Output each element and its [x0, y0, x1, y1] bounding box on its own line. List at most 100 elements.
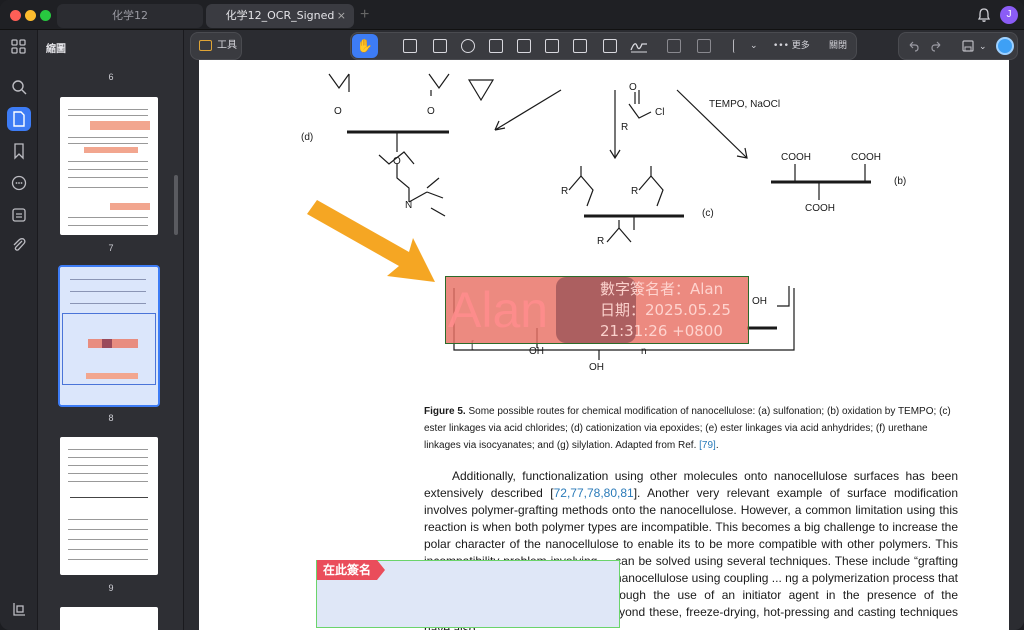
more-label: 更多	[791, 41, 810, 51]
search-icon[interactable]	[10, 78, 28, 96]
more-button[interactable]: ••• 更多	[773, 41, 810, 51]
figure-caption: Figure 5. Some possible routes for chemi…	[424, 403, 964, 454]
image-field-icon[interactable]	[573, 39, 587, 53]
chemical-diagram	[307, 73, 871, 360]
bottom-panel-icon[interactable]	[10, 600, 28, 618]
page-icon[interactable]	[10, 110, 28, 128]
hand-tool-icon[interactable]: ✋	[352, 34, 378, 58]
attachment-list-icon[interactable]	[10, 206, 28, 224]
label-o: O	[629, 82, 637, 93]
label-bracket: [	[471, 340, 474, 351]
label-r: R	[597, 236, 605, 247]
sign-here-field[interactable]: 在此簽名	[316, 560, 620, 628]
comment-icon[interactable]	[10, 174, 28, 192]
button-field-icon[interactable]	[545, 39, 559, 53]
date-field-icon[interactable]	[603, 39, 617, 53]
signature-signer: 數字簽名者：Alan	[600, 280, 724, 298]
sign-here-tag: 在此簽名	[317, 560, 386, 580]
label-cl: Cl	[655, 107, 665, 118]
ai-assistant-icon[interactable]	[996, 37, 1014, 55]
caption-end: .	[715, 440, 719, 451]
tools-button[interactable]: 工具	[190, 32, 242, 60]
label-cooh: COOH	[781, 152, 811, 163]
toolbox-icon	[199, 40, 212, 51]
tab-chem12-ocr-signed[interactable]: 化学12_OCR_Signed ×	[206, 4, 354, 28]
label-oh: OH	[529, 346, 544, 357]
close-tab-icon[interactable]: ×	[336, 9, 346, 22]
signature-tool-icon[interactable]	[629, 38, 649, 54]
paperclip-icon[interactable]	[10, 236, 28, 254]
signature-date: 日期：2025.05.25	[600, 301, 731, 319]
chevron-down-icon[interactable]: ⌄	[750, 41, 758, 51]
label-oh: OH	[589, 362, 604, 373]
list-box-icon[interactable]	[517, 39, 531, 53]
label-o: O	[393, 156, 401, 167]
thumbnail-scrollbar[interactable]	[174, 175, 178, 235]
close-window-button[interactable]	[10, 10, 21, 21]
label-d: (d)	[301, 132, 314, 143]
avatar[interactable]: J	[1000, 6, 1018, 24]
title-bar: 化学12 化学12_OCR_Signed × + J	[0, 0, 1024, 30]
page-thumbnail-10[interactable]	[60, 607, 158, 630]
tools-label: 工具	[217, 40, 237, 51]
main-toolbar: ✋ ⌄ ••• 更多 關閉	[350, 32, 857, 60]
tab-label: 化学12	[112, 9, 148, 22]
paragraph-text: Additionally, functionalization using ot…	[424, 469, 958, 500]
label-n: n	[641, 346, 647, 357]
redo-icon[interactable]	[931, 40, 943, 52]
signature-name: Alan	[448, 282, 549, 338]
label-o: O	[427, 106, 435, 117]
label-o: O	[334, 106, 342, 117]
tab-label: 化学12_OCR_Signed	[225, 9, 335, 22]
pdf-page: (d) (c) (b) TEMPO, NaOCl Cl R R R R O O …	[199, 60, 1009, 630]
page-number: 7	[108, 243, 114, 253]
signature-shade	[556, 277, 636, 343]
caption-ref-link[interactable]: [79]	[699, 440, 716, 451]
new-tab-button[interactable]: +	[360, 6, 370, 23]
signature-details: 數字簽名者：Alan 日期：2025.05.25 21:31:26 +0800	[600, 279, 731, 342]
right-toolbar: ⌄	[898, 32, 1018, 60]
checkbox-icon[interactable]	[433, 39, 447, 53]
page-number: 9	[108, 583, 114, 593]
align-icon[interactable]	[733, 39, 743, 53]
duplicate-icon[interactable]	[667, 39, 681, 53]
tab-chem12[interactable]: 化学12	[57, 4, 203, 28]
label-c: (c)	[702, 208, 714, 219]
radio-button-icon[interactable]	[461, 39, 475, 53]
label-r: R	[561, 186, 569, 197]
caption-text: Some possible routes for chemical modifi…	[424, 406, 951, 451]
save-icon[interactable]	[961, 39, 975, 53]
page-number: 8	[108, 413, 114, 423]
signature-time: 21:31:26 +0800	[600, 322, 723, 340]
paragraph-refs-link[interactable]: 72,77,78,80,81	[553, 486, 634, 500]
page-number: 6	[108, 72, 114, 82]
label-cooh: COOH	[805, 203, 835, 214]
dropdown-field-icon[interactable]	[489, 39, 503, 53]
left-rail	[0, 30, 38, 630]
caption-label: Figure 5.	[424, 406, 466, 417]
grid-icon[interactable]	[697, 39, 711, 53]
document-area: (d) (c) (b) TEMPO, NaOCl Cl R R R R O O …	[184, 30, 1024, 630]
thumbnail-panel: 縮圖 6 7 8	[38, 30, 184, 630]
bell-icon[interactable]	[976, 7, 992, 23]
chevron-down-icon[interactable]: ⌄	[979, 42, 987, 52]
label-r: R	[631, 186, 639, 197]
minimize-window-button[interactable]	[25, 10, 36, 21]
label-r: R	[621, 122, 629, 133]
page-thumbnail-7[interactable]	[60, 97, 158, 235]
label-n-plus: N	[405, 200, 413, 211]
text-field-icon[interactable]	[403, 39, 417, 53]
page-thumbnail-9[interactable]	[60, 437, 158, 575]
page-thumbnail-8[interactable]	[60, 267, 158, 405]
panel-title: 縮圖	[46, 44, 66, 55]
zoom-window-button[interactable]	[40, 10, 51, 21]
undo-icon[interactable]	[907, 40, 919, 52]
label-cooh: COOH	[851, 152, 881, 163]
digital-signature-field[interactable]: Alan 數字簽名者：Alan 日期：2025.05.25 21:31:26 +…	[445, 276, 749, 344]
thumbnails-icon[interactable]	[10, 38, 28, 56]
label-tempo: TEMPO, NaOCl	[709, 99, 781, 110]
label-oh: OH	[752, 296, 767, 307]
bookmark-icon[interactable]	[10, 142, 28, 160]
close-toolbar-button[interactable]: 關閉	[829, 41, 848, 51]
